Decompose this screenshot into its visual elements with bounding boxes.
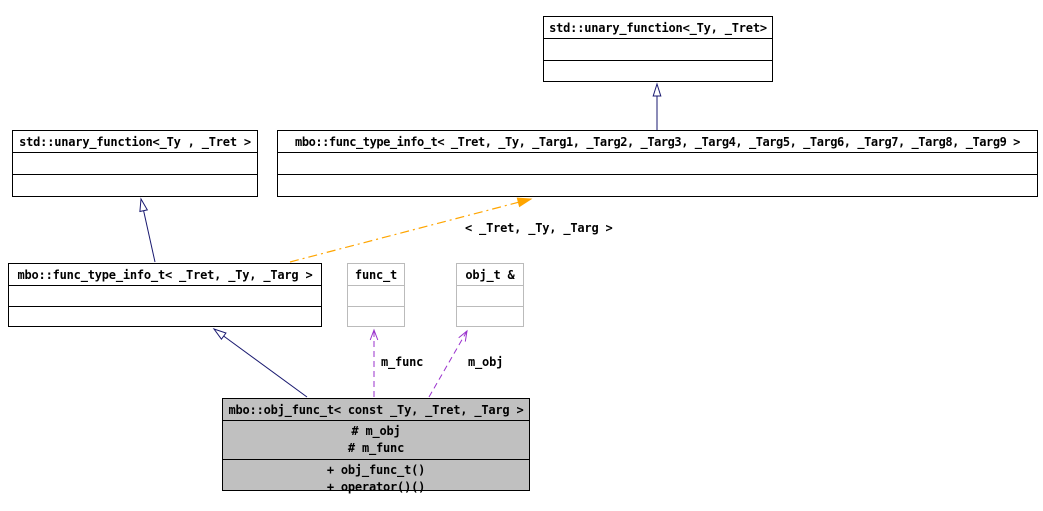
class-box-std-unary-function-left[interactable]: std::unary_function<_Ty , _Tret >: [12, 130, 258, 197]
method-obj-func-t: + obj_func_t(): [326, 463, 426, 477]
attribute-m-func: # m_func: [347, 441, 405, 455]
methods-compartment: [348, 305, 404, 327]
attributes-compartment: [13, 152, 257, 174]
class-title: mbo::func_type_info_t< _Tret, _Ty, _Targ…: [17, 267, 313, 282]
m-func-label: m_func: [381, 355, 424, 369]
class-box-obj-t-ref[interactable]: obj_t &: [456, 263, 524, 327]
edge-usage-mobj: [428, 329, 468, 398]
method-operator-call: + operator()(): [326, 480, 426, 494]
class-box-obj-func-t[interactable]: mbo::obj_func_t< const _Ty, _Tret, _Targ…: [222, 398, 530, 494]
class-title: std::unary_function<_Ty, _Tret>: [549, 20, 767, 35]
methods-compartment: [544, 59, 772, 82]
attributes-compartment: [457, 285, 523, 306]
class-box-func-type-info-3args[interactable]: mbo::func_type_info_t< _Tret, _Ty, _Targ…: [8, 263, 322, 327]
attributes-compartment: [278, 152, 1037, 174]
methods-compartment: [13, 174, 257, 196]
attributes-compartment: [9, 285, 321, 306]
class-title: mbo::func_type_info_t< _Tret, _Ty, _Targ…: [295, 134, 1020, 149]
edge-inherit-objfunct-to-functypeinfo3: [212, 328, 308, 398]
methods-compartment: + obj_func_t() + operator()(): [223, 459, 529, 498]
class-box-func-t[interactable]: func_t: [347, 263, 405, 327]
edge-inherit-functypeinfo3-to-unaryfunction: [139, 197, 156, 263]
template-args-label: < _Tret, _Ty, _Targ >: [465, 221, 613, 235]
class-box-std-unary-function-top[interactable]: std::unary_function<_Ty, _Tret>: [543, 16, 773, 82]
class-title: mbo::obj_func_t< const _Ty, _Tret, _Targ…: [228, 402, 524, 417]
m-obj-label: m_obj: [468, 355, 504, 369]
methods-compartment: [9, 305, 321, 327]
class-title: std::unary_function<_Ty , _Tret >: [19, 134, 251, 149]
class-title: func_t: [354, 267, 398, 282]
attribute-m-obj: # m_obj: [351, 424, 401, 438]
attributes-compartment: [544, 38, 772, 60]
methods-compartment: [457, 305, 523, 327]
attributes-compartment: [348, 285, 404, 306]
class-title: obj_t &: [465, 267, 515, 282]
class-box-func-type-info-9args[interactable]: mbo::func_type_info_t< _Tret, _Ty, _Targ…: [277, 130, 1038, 197]
methods-compartment: [278, 174, 1037, 196]
attributes-compartment: # m_obj # m_func: [223, 420, 529, 459]
